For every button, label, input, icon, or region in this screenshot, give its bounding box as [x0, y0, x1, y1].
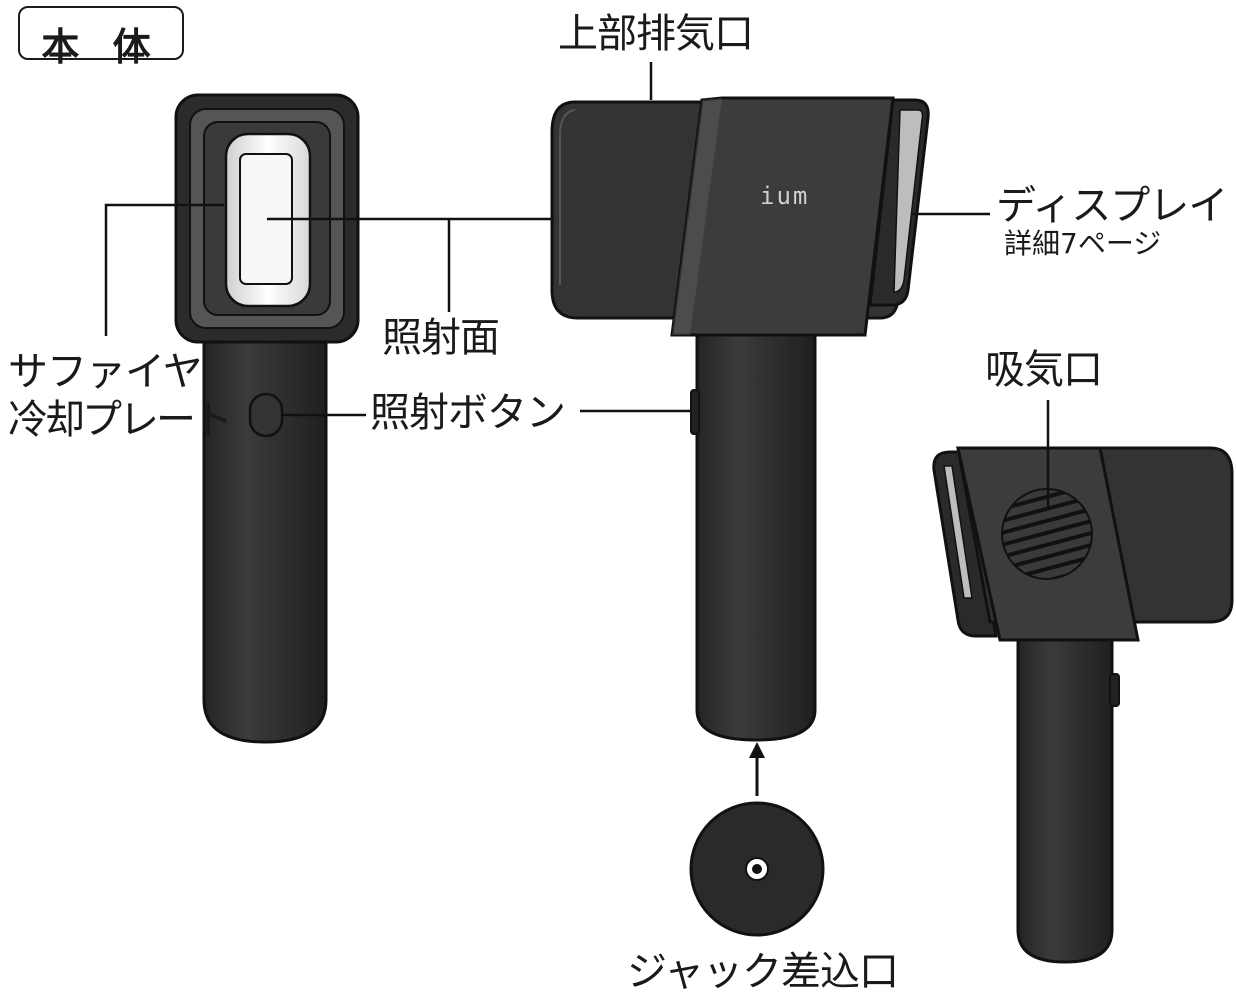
label-top-exhaust: 上部排気口 — [558, 11, 754, 57]
label-display-note: 詳細7ページ — [1004, 227, 1162, 260]
label-sapphire-line2: 冷却プレート — [8, 397, 233, 443]
label-jack-port: ジャック差込口 — [627, 949, 899, 995]
label-display: ディスプレイ — [996, 183, 1228, 229]
irradiation-button-shape — [248, 392, 284, 438]
jack-port-view — [689, 742, 825, 937]
leader-lines — [104, 62, 1050, 510]
rear-view-device — [932, 446, 1234, 964]
side-head-band — [670, 96, 895, 337]
side-view-device — [550, 96, 930, 742]
front-view-device — [174, 93, 360, 744]
label-intake: 吸気口 — [985, 347, 1103, 393]
front-handle — [202, 318, 328, 744]
rear-handle — [1016, 618, 1114, 964]
side-handle — [695, 308, 817, 742]
section-title: 本 体 — [41, 25, 161, 69]
label-irradiation-button: 照射ボタン — [370, 390, 566, 436]
label-sapphire-line1: サファイヤ — [8, 349, 203, 395]
section-title-box: 本 体 — [18, 6, 184, 69]
label-irradiation-surface: 照射面 — [382, 315, 500, 361]
brand-logo-text: ium — [760, 182, 810, 210]
